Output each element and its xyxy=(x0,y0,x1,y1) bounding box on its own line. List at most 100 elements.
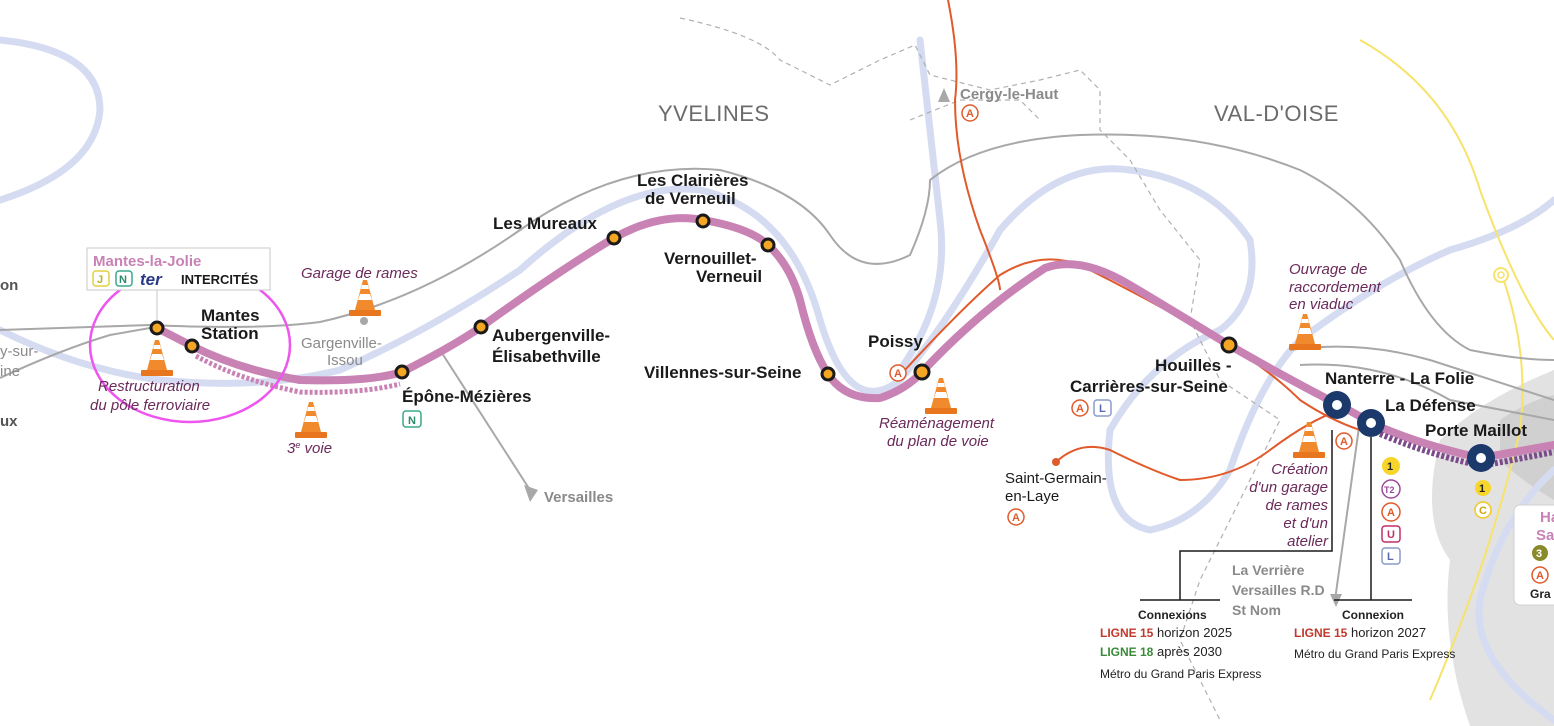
works-cone-poissy xyxy=(925,378,957,414)
station-villennes[interactable] xyxy=(820,366,836,382)
label-saint-germain-2: en-Laye xyxy=(1005,488,1059,505)
intercites-logo: INTERCITÉS xyxy=(181,272,259,287)
works-cone-3e-voie xyxy=(295,402,327,438)
cut-label-right-b: Gra xyxy=(1530,587,1551,601)
label-houilles-2: Carrières-sur-Seine xyxy=(1070,377,1228,396)
cergy-arrow xyxy=(938,88,950,102)
station-poissy[interactable] xyxy=(913,363,931,381)
label-mantes-station-1: Mantes xyxy=(201,306,260,325)
svg-text:de rames: de rames xyxy=(1265,497,1328,514)
svg-text:d'un garage: d'un garage xyxy=(1249,479,1328,496)
note-ouvrage-2: raccordement xyxy=(1289,279,1382,296)
connexions-left-title: Connexions xyxy=(1138,608,1207,622)
badge-n: N xyxy=(119,274,127,286)
cergy-badge-a: A xyxy=(966,108,974,120)
connexions-right-gpe: Métro du Grand Paris Express xyxy=(1294,647,1455,661)
cut-label-right-a1: Ha xyxy=(1540,509,1554,526)
label-clairieres-2: de Verneuil xyxy=(645,189,736,208)
note-3e-voie: 3e voie xyxy=(287,440,332,457)
cut-label-left-a: on xyxy=(0,277,18,294)
yellow-line xyxy=(1359,39,1554,701)
note-creation: Création d'un garage de rames et d'un at… xyxy=(1249,461,1329,550)
versailles-arrow xyxy=(524,485,538,502)
seine-river xyxy=(0,36,1554,724)
station-aubergenville[interactable] xyxy=(473,319,489,335)
houilles-badge-l: L xyxy=(1099,403,1106,415)
houilles-badge-a: A xyxy=(1076,403,1084,415)
badge-j: J xyxy=(97,274,103,286)
note-reamenagement-2: du plan de voie xyxy=(887,433,989,450)
cut-label-left-b2: ine xyxy=(0,363,20,380)
label-aubergenville-1: Aubergenville- xyxy=(492,326,610,345)
department-boundary xyxy=(679,17,1281,721)
station-mantes-la-jolie[interactable] xyxy=(149,320,165,336)
poissy-badge-a: A xyxy=(894,368,902,380)
station-les-mureaux[interactable] xyxy=(606,230,622,246)
station-mantes-station[interactable] xyxy=(184,338,200,354)
svg-text:Création: Création xyxy=(1271,461,1328,478)
cut-label-left-b1: y-sur- xyxy=(0,343,38,360)
right-badge-3: 3 xyxy=(1536,548,1542,560)
connexions-right-l15: LIGNE 15 horizon 2027 xyxy=(1294,625,1426,640)
epone-badge-n: N xyxy=(408,415,416,427)
label-la-defense: La Défense xyxy=(1385,396,1476,415)
hub-stations xyxy=(1323,391,1495,472)
label-les-mureaux: Les Mureaux xyxy=(493,214,597,233)
label-saint-germain-1: Saint-Germain- xyxy=(1005,470,1107,487)
connexions-left-gpe: Métro du Grand Paris Express xyxy=(1100,667,1261,681)
right-badge-a: A xyxy=(1536,570,1544,582)
la-defense-badge-t2: T2 xyxy=(1384,485,1395,495)
connexions-right: Connexion LIGNE 15 horizon 2027 Métro du… xyxy=(1294,608,1455,661)
label-versailles: Versailles xyxy=(544,489,613,506)
label-houilles-1: Houilles - xyxy=(1155,356,1232,375)
label-la-verriere: La Verrière xyxy=(1232,562,1305,578)
mantes-la-jolie-box: Mantes-la-Jolie J N ter INTERCITÉS xyxy=(86,247,271,320)
label-porte-maillot: Porte Maillot xyxy=(1425,421,1527,440)
station-epone-mezieres[interactable] xyxy=(394,364,410,380)
note-ouvrage-1: Ouvrage de xyxy=(1289,261,1367,278)
connexion-leaders xyxy=(1140,430,1412,601)
works-cone-garage xyxy=(349,280,381,316)
label-villennes: Villennes-sur-Seine xyxy=(644,363,801,382)
dept-yvelines: YVELINES xyxy=(658,101,770,126)
svg-text:atelier: atelier xyxy=(1287,533,1329,550)
la-defense-badge-1: 1 xyxy=(1387,461,1393,473)
label-clairieres-1: Les Clairières xyxy=(637,171,749,190)
porte-maillot-badge-1: 1 xyxy=(1479,483,1485,495)
station-vernouillet[interactable] xyxy=(760,237,776,253)
label-gargenville-2: Issou xyxy=(327,352,363,369)
right-cut-box: Ha Sa 3 A Gra xyxy=(1513,504,1554,606)
cut-label-right-a2: Sa xyxy=(1536,527,1554,544)
yellow-station-marker xyxy=(1493,267,1509,283)
rer-a-line xyxy=(904,0,1361,482)
station-clairieres[interactable] xyxy=(695,213,711,229)
saint-germain-badge-a: A xyxy=(1012,512,1020,524)
la-defense-badge-a: A xyxy=(1387,507,1395,519)
label-vernouillet-1: Vernouillet- xyxy=(664,249,757,268)
note-ouvrage-3: en viaduc xyxy=(1289,296,1354,313)
note-reamenagement-1: Réaménagement xyxy=(879,415,995,432)
la-defense-badges: 1 T2 A U L xyxy=(1381,457,1401,565)
label-versailles-rd: Versailles R.D xyxy=(1232,582,1325,598)
label-cergy: Cergy-le-Haut xyxy=(960,86,1058,103)
label-nanterre: Nanterre - La Folie xyxy=(1325,369,1474,388)
la-defense-badge-u: U xyxy=(1387,529,1395,541)
label-st-nom: St Nom xyxy=(1232,602,1281,618)
la-defense-badge-l: L xyxy=(1387,551,1394,563)
ter-logo: ter xyxy=(140,270,163,289)
porte-maillot-badge-c: C xyxy=(1479,505,1487,517)
dept-val-doise: VAL-D'OISE xyxy=(1214,101,1339,126)
connexions-left-l15: LIGNE 15 horizon 2025 xyxy=(1100,625,1232,640)
label-gargenville-1: Gargenville- xyxy=(301,335,382,352)
works-cone-garage-atelier xyxy=(1293,422,1325,458)
svg-text:et d'un: et d'un xyxy=(1283,515,1328,532)
label-aubergenville-2: Élisabethville xyxy=(492,347,601,366)
label-epone: Épône-Mézières xyxy=(402,387,531,406)
station-houilles[interactable] xyxy=(1220,336,1238,354)
connexions-right-title: Connexion xyxy=(1342,608,1404,622)
mantes-la-jolie-title: Mantes-la-Jolie xyxy=(93,253,201,270)
connexions-left: Connexions LIGNE 15 horizon 2025 LIGNE 1… xyxy=(1100,608,1261,681)
label-mantes-station-2: Station xyxy=(201,324,259,343)
note-restructuration-2: du pôle ferroviaire xyxy=(90,397,210,414)
